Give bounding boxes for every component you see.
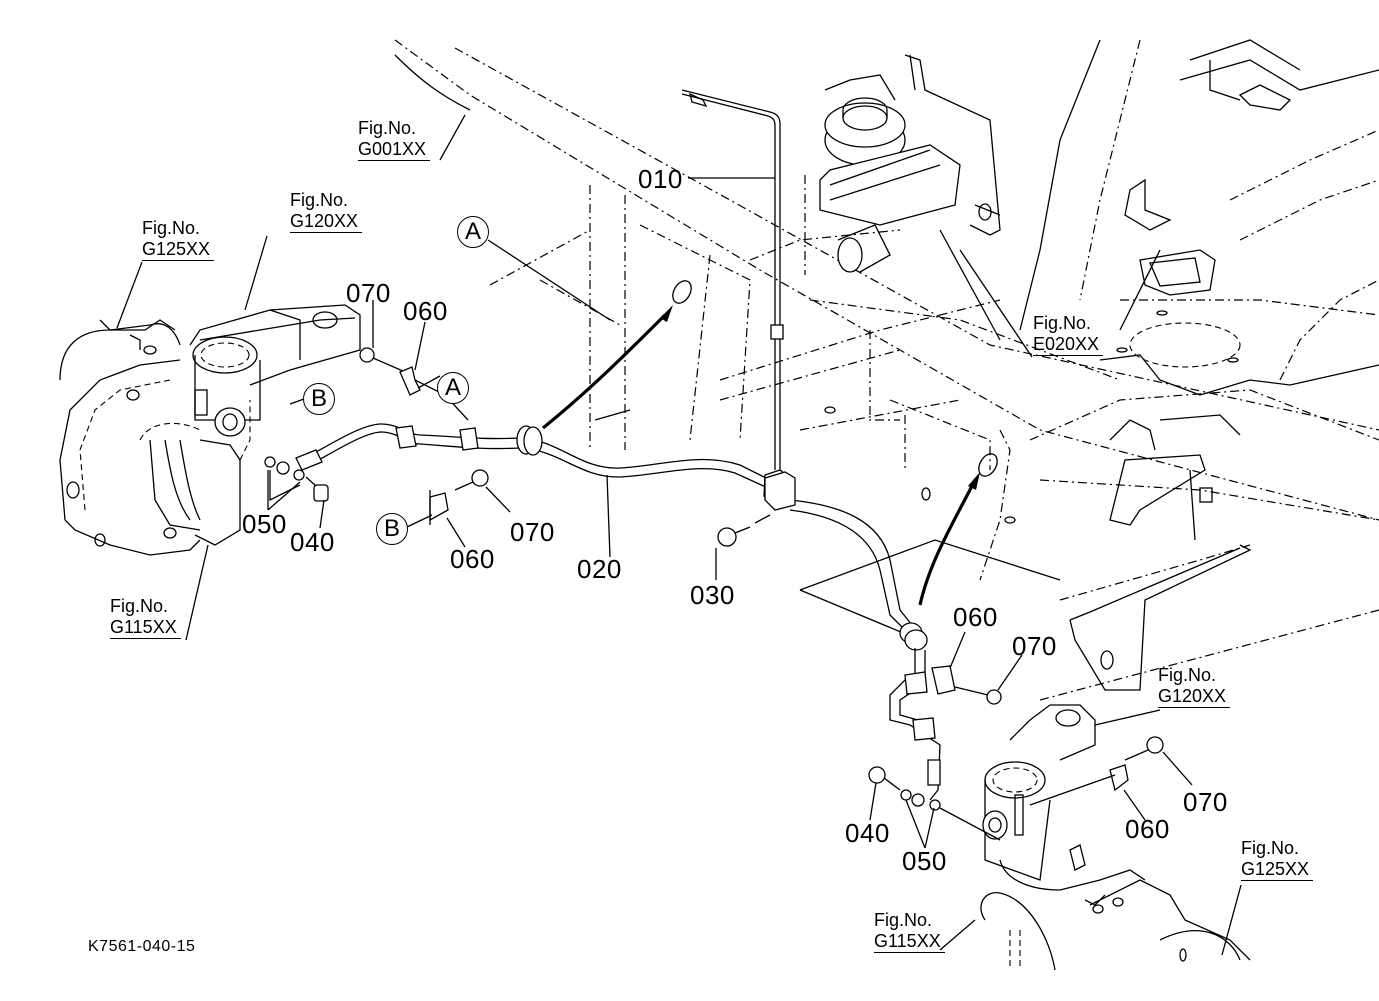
left-hardware [264,347,489,525]
figure-ref-g120-right[interactable]: Fig.No. G120XX [1158,665,1231,708]
figure-ref-label: Fig.No. [1241,838,1300,858]
left-axle-knuckle-assembly [59,304,361,556]
figure-ref-code: G001XX [358,139,431,161]
figure-ref-g125-left[interactable]: Fig.No. G125XX [142,218,215,261]
detail-marker-a-clip[interactable]: A [437,372,469,404]
part-number-060-right-lower[interactable]: 060 [1125,814,1170,844]
figure-ref-g125-right[interactable]: Fig.No. G125XX [1241,838,1314,881]
master-cylinder-reservoir [804,54,1001,341]
figure-ref-label: Fig.No. [142,218,201,238]
figure-ref-code: G125XX [1241,859,1314,881]
part-number-040-right[interactable]: 040 [845,818,890,848]
figure-ref-label: Fig.No. [110,596,169,616]
figure-ref-g001[interactable]: Fig.No. G001XX [358,118,431,161]
leader-lines [116,114,1242,956]
figure-ref-g120-left[interactable]: Fig.No. G120XX [290,190,363,233]
part-number-070-lower-left[interactable]: 070 [510,517,555,547]
figure-ref-code: E020XX [1033,334,1104,356]
part-number-060-lower-left[interactable]: 060 [450,544,495,574]
detail-marker-b-clip[interactable]: B [376,513,408,545]
part-number-040-left[interactable]: 040 [290,527,335,557]
figure-ref-g115-left[interactable]: Fig.No. G115XX [110,596,181,639]
part-number-010[interactable]: 010 [638,164,683,194]
detail-marker-a-top[interactable]: A [457,216,489,248]
right-axle-knuckle-assembly [980,704,1251,971]
figure-ref-label: Fig.No. [358,118,417,138]
part-number-070-right-lower[interactable]: 070 [1183,787,1228,817]
figure-ref-code: G120XX [290,211,363,233]
figure-ref-label: Fig.No. [1158,665,1217,685]
figure-ref-label: Fig.No. [874,910,933,930]
routing-arrows [541,280,998,606]
brake-hose-020 [295,423,941,801]
figure-ref-code: G115XX [874,931,945,953]
tractor-frame-outline [394,39,1379,701]
figure-ref-g115-right[interactable]: Fig.No. G115XX [874,910,945,953]
figure-ref-code: G125XX [142,239,215,261]
part-number-070-upper-left[interactable]: 070 [346,278,391,308]
part-number-030[interactable]: 030 [690,580,735,610]
part-number-050-left[interactable]: 050 [242,509,287,539]
figure-ref-label: Fig.No. [290,190,349,210]
right-hardware [868,665,1164,841]
part-number-070-right-upper[interactable]: 070 [1012,631,1057,661]
brake-pipe-010 [681,89,784,470]
detail-marker-b-knuckle[interactable]: B [303,383,335,415]
part-number-060-upper-left[interactable]: 060 [403,296,448,326]
part-number-050-right[interactable]: 050 [902,846,947,876]
figure-ref-code: G115XX [110,617,181,639]
three-way-joint [717,471,796,547]
figure-ref-label: Fig.No. [1033,313,1092,333]
figure-ref-code: G120XX [1158,686,1231,708]
document-id: K7561-040-15 [88,938,196,955]
figure-ref-e020[interactable]: Fig.No. E020XX [1033,313,1104,356]
part-number-060-right-upper[interactable]: 060 [953,602,998,632]
part-number-020[interactable]: 020 [577,554,622,584]
